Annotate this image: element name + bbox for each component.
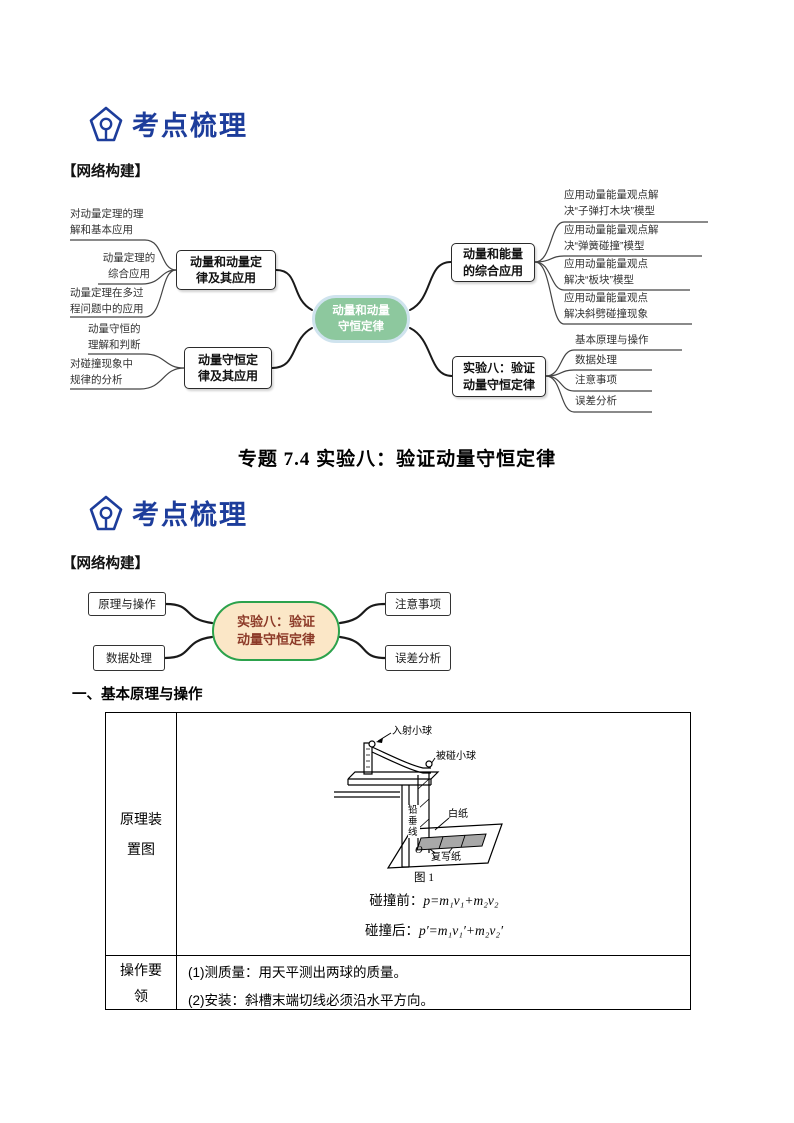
mindmap2-connector-lines [163,602,387,660]
section-header-title: 考点梳理 [132,111,248,141]
apparatus-figure: 入射小球 被碰小球 铅 垂 线 白纸 O 复写纸 图 1 [328,717,598,889]
network-build-label-2: 【网络构建】 [62,556,149,572]
table-row-label-apparatus: 原理装 置图 [120,811,162,857]
mindmap1-left-item: 对动量定理的理 解和基本应用 [70,208,144,236]
mindmap1-branch-experiment8: 实验八：验证 动量守恒定律 [452,356,546,397]
mindmap1-center-node: 动量和动量 守恒定律 [312,295,410,343]
mindmap1-right-item: 基本原理与操作 [575,334,649,346]
formula-label: 碰撞后： [364,923,419,938]
incident-ball-label: 入射小球 [392,726,432,737]
section-header-1: 考点梳理 [88,104,248,143]
pen-nib-icon [88,494,124,532]
mindmap2-item-principle: 原理与操作 [88,592,166,616]
mindmap1-branch-momentum-energy: 动量和能量 的综合应用 [451,243,535,282]
formula-math: p=m₁v₁+m₂v₂ [423,893,499,908]
mindmap1-right-item: 应用动量能量观点 解决斜劈碰撞现象 [564,292,648,320]
table-row-label-operation: 操作要 领 [120,962,162,1004]
section-header-2: 考点梳理 [88,493,248,532]
mindmap1-right-item: 应用动量能量观点解 决“子弹打木块”模型 [564,189,659,217]
pen-nib-icon [88,105,124,143]
momentum-after-formula: 碰撞后：p′=m₁v₁′+m₂v₂′ [176,919,692,939]
table-row-divider [106,955,690,956]
mindmap1-left-item: 动量定理在多过 程问题中的应用 [70,287,144,315]
formula-label: 碰撞前： [369,893,424,908]
mindmap2-item-notes: 注意事项 [385,592,451,616]
mindmap1-left-item: 对碰撞现象中 规律的分析 [70,358,133,386]
mindmap1-left-item: 动量定理的 综合应用 [102,252,156,280]
mindmap2-item-error: 误差分析 [385,645,451,671]
origin-point-label: O [415,845,423,856]
momentum-before-formula: 碰撞前：p=m₁v₁+m₂v₂ [176,889,692,909]
mindmap1-right-item: 应用动量能量观点 解决“板块”模型 [564,258,648,286]
mindmap1-left-item: 动量守恒的 理解和判断 [88,323,141,351]
mindmap1-right-item: 数据处理 [575,354,617,366]
mindmap1-right-item: 注意事项 [575,374,617,386]
mindmap-momentum [60,180,750,435]
section-heading: 一、基本原理与操作 [72,687,203,703]
formula-math: p′=m₁v₁′+m₂v₂′ [418,923,504,938]
mindmap1-right-item: 应用动量能量观点解 决“弹簧碰撞”模型 [564,224,659,252]
mindmap1-branch-momentum-theorem: 动量和动量定 律及其应用 [176,250,276,290]
mindmap1-connector-lines [70,221,708,413]
operation-step: (2)安装：斜槽末端切线必须沿水平方向。 [188,993,434,1008]
operation-essentials: (1)测质量：用天平测出两球的质量。 (2)安装：斜槽末端切线必须沿水平方向。 [188,959,688,1015]
mindmap1-branch-conservation-law: 动量守恒定 律及其应用 [184,347,272,389]
page-title: 专题 7.4 实验八：验证动量守恒定律 [237,449,557,470]
section-header-title: 考点梳理 [132,500,248,530]
figure-caption: 图 1 [413,872,435,884]
mindmap-experiment8 [60,585,480,680]
white-paper-label: 白纸 [448,809,468,820]
network-build-label-1: 【网络构建】 [62,164,149,180]
table-column-divider [176,713,177,1009]
principle-table: 原理装 置图 操作要 领 [105,712,691,1010]
apparatus-drawing [334,732,503,869]
mindmap2-center-node: 实验八：验证 动量守恒定律 [212,601,340,661]
struck-ball-label: 被碰小球 [436,751,476,762]
operation-step: (1)测质量：用天平测出两球的质量。 [188,965,407,980]
mindmap1-right-item: 误差分析 [575,395,617,407]
mindmap2-item-data: 数据处理 [93,645,165,671]
plumb-line-label: 铅 垂 线 [408,805,420,838]
carbon-paper-label: 复写纸 [431,852,461,863]
